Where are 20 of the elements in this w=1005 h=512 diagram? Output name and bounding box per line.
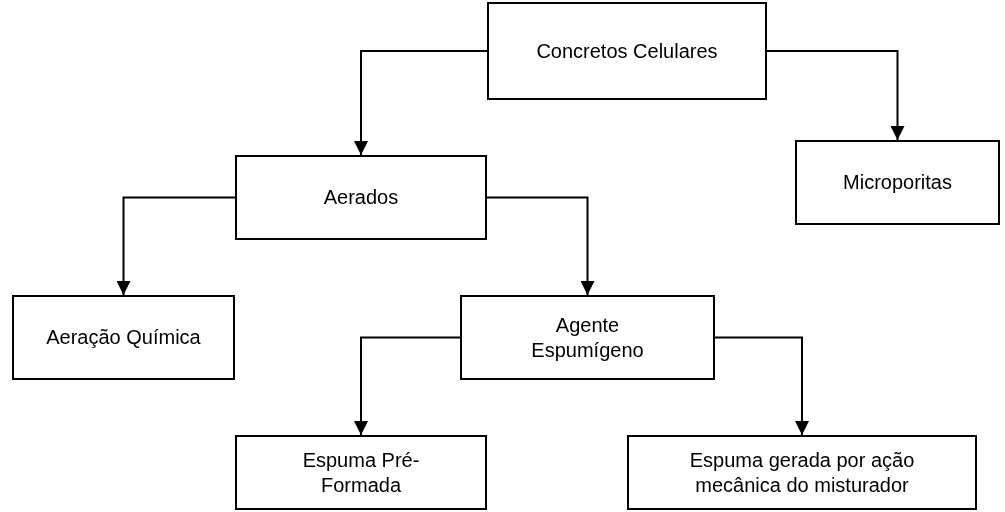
- arrow: [714, 336, 809, 436]
- process-box: [235, 155, 487, 240]
- process-box: [235, 435, 487, 510]
- process-box: [627, 435, 977, 510]
- arrow: [354, 50, 488, 156]
- box-label: Espuma gerada por ação mecânica do misturador: [688, 447, 916, 498]
- box-label: Microporitas: [843, 170, 952, 195]
- box-label: Agente Espumígeno: [530, 312, 645, 363]
- process-box: [12, 295, 235, 380]
- arrow: [116, 196, 236, 296]
- arrow: [486, 196, 595, 296]
- process-box: [795, 140, 1000, 225]
- box-label: Aeração Química: [46, 325, 201, 350]
- process-box: [460, 295, 715, 380]
- box-label: Espuma Pré-Formada: [301, 447, 421, 498]
- box-label: Concretos Celulares: [536, 38, 718, 64]
- arrow: [766, 50, 905, 141]
- arrow: [354, 336, 461, 436]
- box-label: Aerados: [323, 185, 399, 210]
- process-box: [487, 2, 767, 100]
